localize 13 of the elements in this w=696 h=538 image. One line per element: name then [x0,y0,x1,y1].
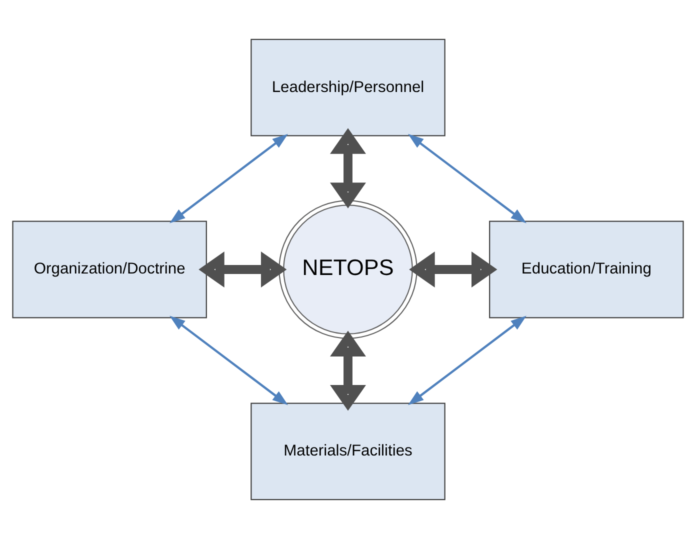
arrow [170,133,288,223]
node-box: Education/Training [489,220,684,318]
node-circle: NETOPS [278,200,418,338]
arrow [408,133,526,223]
arrow [330,128,366,208]
arrow [330,330,366,410]
arrow [170,315,288,405]
arrow [408,315,526,405]
node-box: Organization/Doctrine [12,220,207,318]
node-box: Materials/Facilities [250,402,446,500]
arrow [409,251,498,287]
node-box: Leadership/Personnel [250,38,446,136]
arrow [198,251,287,287]
